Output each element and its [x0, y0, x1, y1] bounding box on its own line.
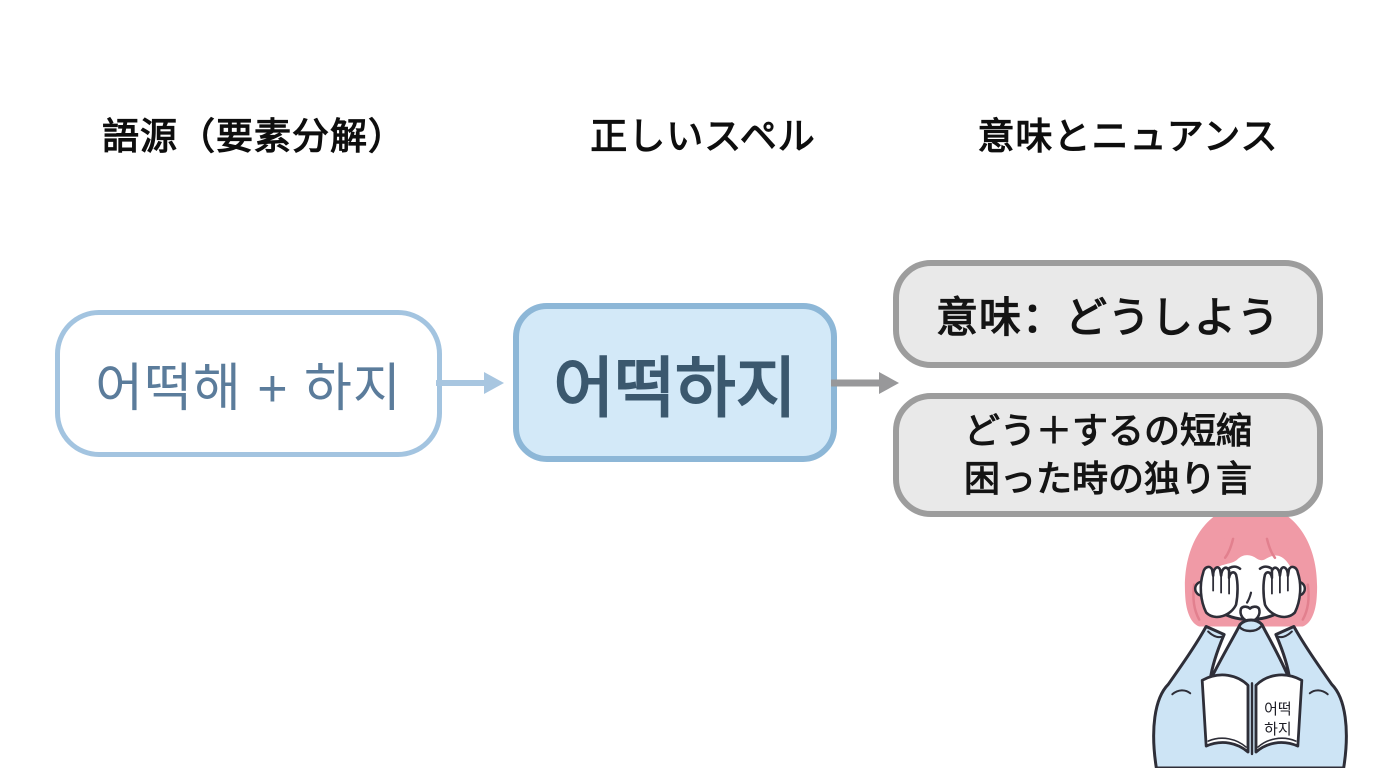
- etymology-box: 어떡해 + 하지: [55, 310, 442, 457]
- flow-arrow-2-icon: [831, 372, 899, 394]
- book-page-edge-left: [1207, 737, 1247, 748]
- nuance-box-line2: 困った時の独り言: [963, 458, 1252, 499]
- flow-arrow-1-icon: [436, 372, 504, 394]
- flow-arrow-1-head: [484, 372, 504, 394]
- left-elbow-fold: [1171, 689, 1192, 696]
- flow-arrow-2-head: [879, 372, 899, 394]
- spelling-box-text: 어떡하지: [553, 350, 797, 425]
- left-hand: [1199, 565, 1239, 619]
- book-text-line2: 하지: [1264, 721, 1292, 738]
- bangs-strand-right: [1265, 537, 1277, 560]
- book-spine: [1246, 682, 1258, 756]
- worried-girl-illustration: 어떡 하지: [1152, 503, 1348, 768]
- nose: [1245, 591, 1253, 604]
- right-cuff-fold: [1274, 630, 1293, 639]
- meaning-box-text: 意味：どうしよう: [935, 293, 1280, 341]
- open-book: 어떡 하지: [1200, 673, 1304, 756]
- bangs-strand-left: [1223, 537, 1235, 560]
- right-elbow-fold: [1308, 689, 1329, 696]
- collar-line: [1237, 625, 1263, 633]
- meaning-box: 意味：どうしよう: [893, 260, 1323, 368]
- hair-strand-left: [1192, 583, 1201, 621]
- nuance-box-line1: どう＋するの短縮: [963, 410, 1252, 451]
- hair-strand-right: [1301, 583, 1310, 621]
- book-text-line1: 어떡: [1264, 701, 1292, 718]
- worried-mouth: [1239, 605, 1261, 623]
- column-header-spelling: 正しいスペル: [590, 116, 816, 157]
- book-page-edge-right: [1257, 737, 1297, 748]
- etymology-box-text: 어떡해 + 하지: [95, 360, 402, 418]
- sweater-body: [1152, 618, 1348, 768]
- column-header-etymology: 語源（要素分解）: [102, 116, 406, 157]
- spelling-box: 어떡하지: [513, 303, 837, 462]
- column-header-meaning: 意味とニュアンス: [977, 116, 1279, 157]
- nuance-box: どう＋するの短縮 困った時の独り言: [893, 393, 1323, 517]
- bangs: [1201, 532, 1299, 585]
- left-cuff-fold: [1207, 630, 1226, 639]
- right-hand: [1262, 565, 1302, 619]
